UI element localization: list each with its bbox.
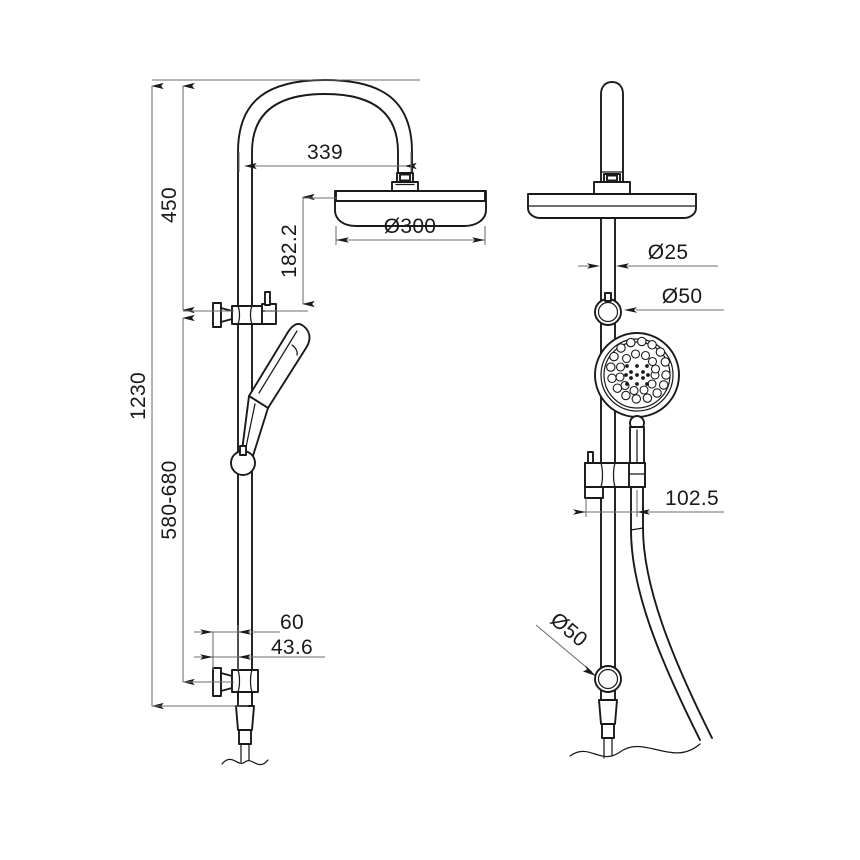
lower-outlet-bracket [212, 667, 259, 707]
dimension-top-height: 450 [158, 79, 420, 314]
side-slider-bracket [584, 451, 646, 499]
side-riser-rail [600, 217, 616, 701]
front-elevation-view: 1230 450 580-680 339 182.2 [127, 79, 487, 766]
dimension-ring-lower: Ø50 [535, 608, 596, 676]
dimension-head-diameter: Ø300 [335, 215, 486, 245]
bottom-outlet-stub [221, 705, 269, 766]
dimension-ring-upper: Ø50 [624, 285, 724, 313]
dimension-slider-range: 580-680 [158, 314, 234, 686]
side-rain-head [527, 193, 697, 219]
side-hose [630, 486, 713, 741]
dim-label-580-680: 580-680 [158, 460, 181, 539]
dimension-rail-diameter: Ø25 [578, 241, 718, 269]
dimension-head-drop: 182.2 [265, 193, 337, 312]
side-gooseneck-arm [600, 81, 624, 183]
dim-label-d300: Ø300 [384, 215, 437, 238]
side-upper-ring [594, 292, 622, 326]
rain-shower-head [334, 190, 487, 227]
dim-label-1230: 1230 [127, 372, 150, 420]
dim-label-339: 339 [307, 141, 343, 164]
arm-head-connector [391, 172, 419, 192]
dim-label-d50-upper: Ø50 [662, 285, 703, 308]
dimension-rail-offset: 43.6 [194, 636, 325, 670]
dim-label-d50-lower: Ø50 [546, 608, 592, 652]
side-handset-face [594, 332, 680, 471]
gooseneck-arm [237, 79, 413, 301]
side-lower-ring [594, 665, 622, 693]
side-elevation-view: Ø25 Ø50 102.5 Ø50 [527, 81, 724, 759]
dim-label-182-2: 182.2 [278, 224, 301, 278]
side-bottom-outlet [569, 699, 701, 759]
dim-label-450: 450 [158, 187, 181, 223]
dim-label-102-5: 102.5 [665, 487, 719, 510]
dimension-arm-reach: 339 [238, 141, 417, 172]
dimension-bracket-projection: 60 [194, 611, 304, 670]
side-head-mount [593, 181, 631, 195]
dim-label-60: 60 [280, 611, 304, 634]
dim-label-43-6: 43.6 [271, 636, 313, 659]
handset-shower [230, 323, 311, 476]
dimension-handset-offset: 102.5 [573, 487, 724, 517]
dim-label-d25: Ø25 [648, 241, 689, 264]
riser-rail [237, 299, 253, 701]
upper-holder-bracket [212, 291, 277, 328]
